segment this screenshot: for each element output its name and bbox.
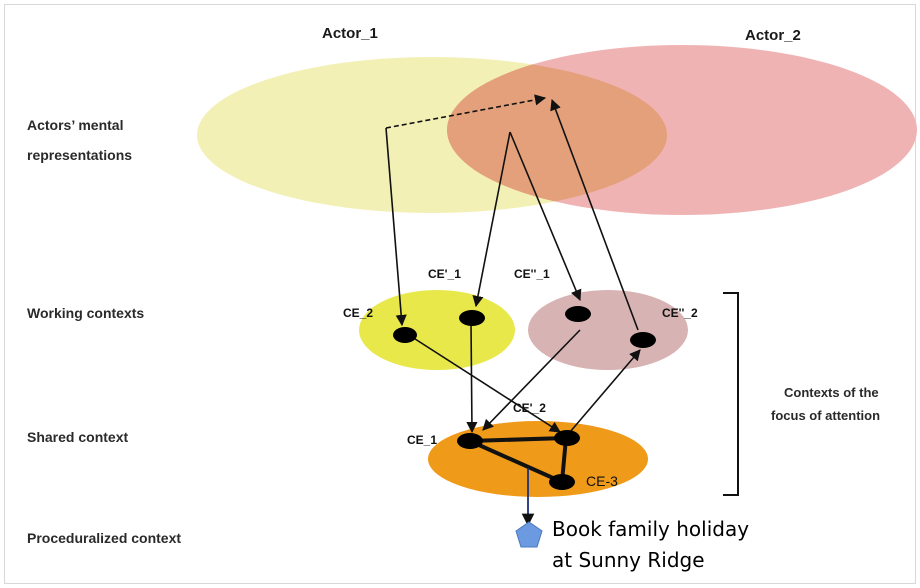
label-ce1pp: CE''_1 <box>514 267 550 281</box>
row-label-mental-2: representations <box>27 147 132 163</box>
row-label-shared: Shared context <box>27 429 128 445</box>
arrow-ce1p-to-ce1 <box>466 321 478 434</box>
node-ce3 <box>549 474 575 490</box>
arrow-ce1pp-to-ce1 <box>482 329 581 431</box>
node-ce1 <box>457 433 483 449</box>
label-ce3: CE-3 <box>586 473 618 489</box>
label-ce1p: CE'_1 <box>428 267 461 281</box>
arrow-ce2p-to-ce2pp <box>569 349 641 433</box>
overlap-region <box>447 57 667 213</box>
bracket-label-2: focus of attention <box>771 408 880 423</box>
label-ce2p: CE'_2 <box>513 401 546 415</box>
node-ce1pp <box>565 306 591 322</box>
row-label-mental-1: Actors’ mental <box>27 117 123 133</box>
arrow-mental-to-ce1p <box>472 131 511 308</box>
result-line-1: Book family holiday <box>552 517 749 541</box>
label-ce2: CE_2 <box>343 306 373 320</box>
result-pentagon-icon <box>515 521 543 548</box>
node-ce2p <box>554 430 580 446</box>
working-context-1 <box>359 290 515 370</box>
bracket <box>723 292 739 496</box>
arrow-mental-to-ce2 <box>385 127 407 327</box>
result-line-2: at Sunny Ridge <box>552 548 705 572</box>
arrow-ce2pp-to-mental <box>550 98 639 331</box>
shared-triangle <box>468 436 568 484</box>
actor2-label: Actor_2 <box>745 27 801 44</box>
bracket-label-1: Contexts of the <box>784 385 879 400</box>
arrow-mental-to-ce1pp <box>509 131 582 302</box>
label-ce1: CE_1 <box>407 433 437 447</box>
node-ce2 <box>393 327 417 343</box>
label-ce2pp: CE''_2 <box>662 306 698 320</box>
row-label-working: Working contexts <box>27 305 144 321</box>
diagram-frame <box>4 4 916 584</box>
arrow-ce2-to-ce2p <box>411 336 561 433</box>
node-ce1p <box>459 310 485 326</box>
row-label-procedural: Proceduralized context <box>27 530 181 546</box>
dashed-link <box>385 94 547 129</box>
actor1-label: Actor_1 <box>322 25 378 42</box>
node-ce2pp <box>630 332 656 348</box>
